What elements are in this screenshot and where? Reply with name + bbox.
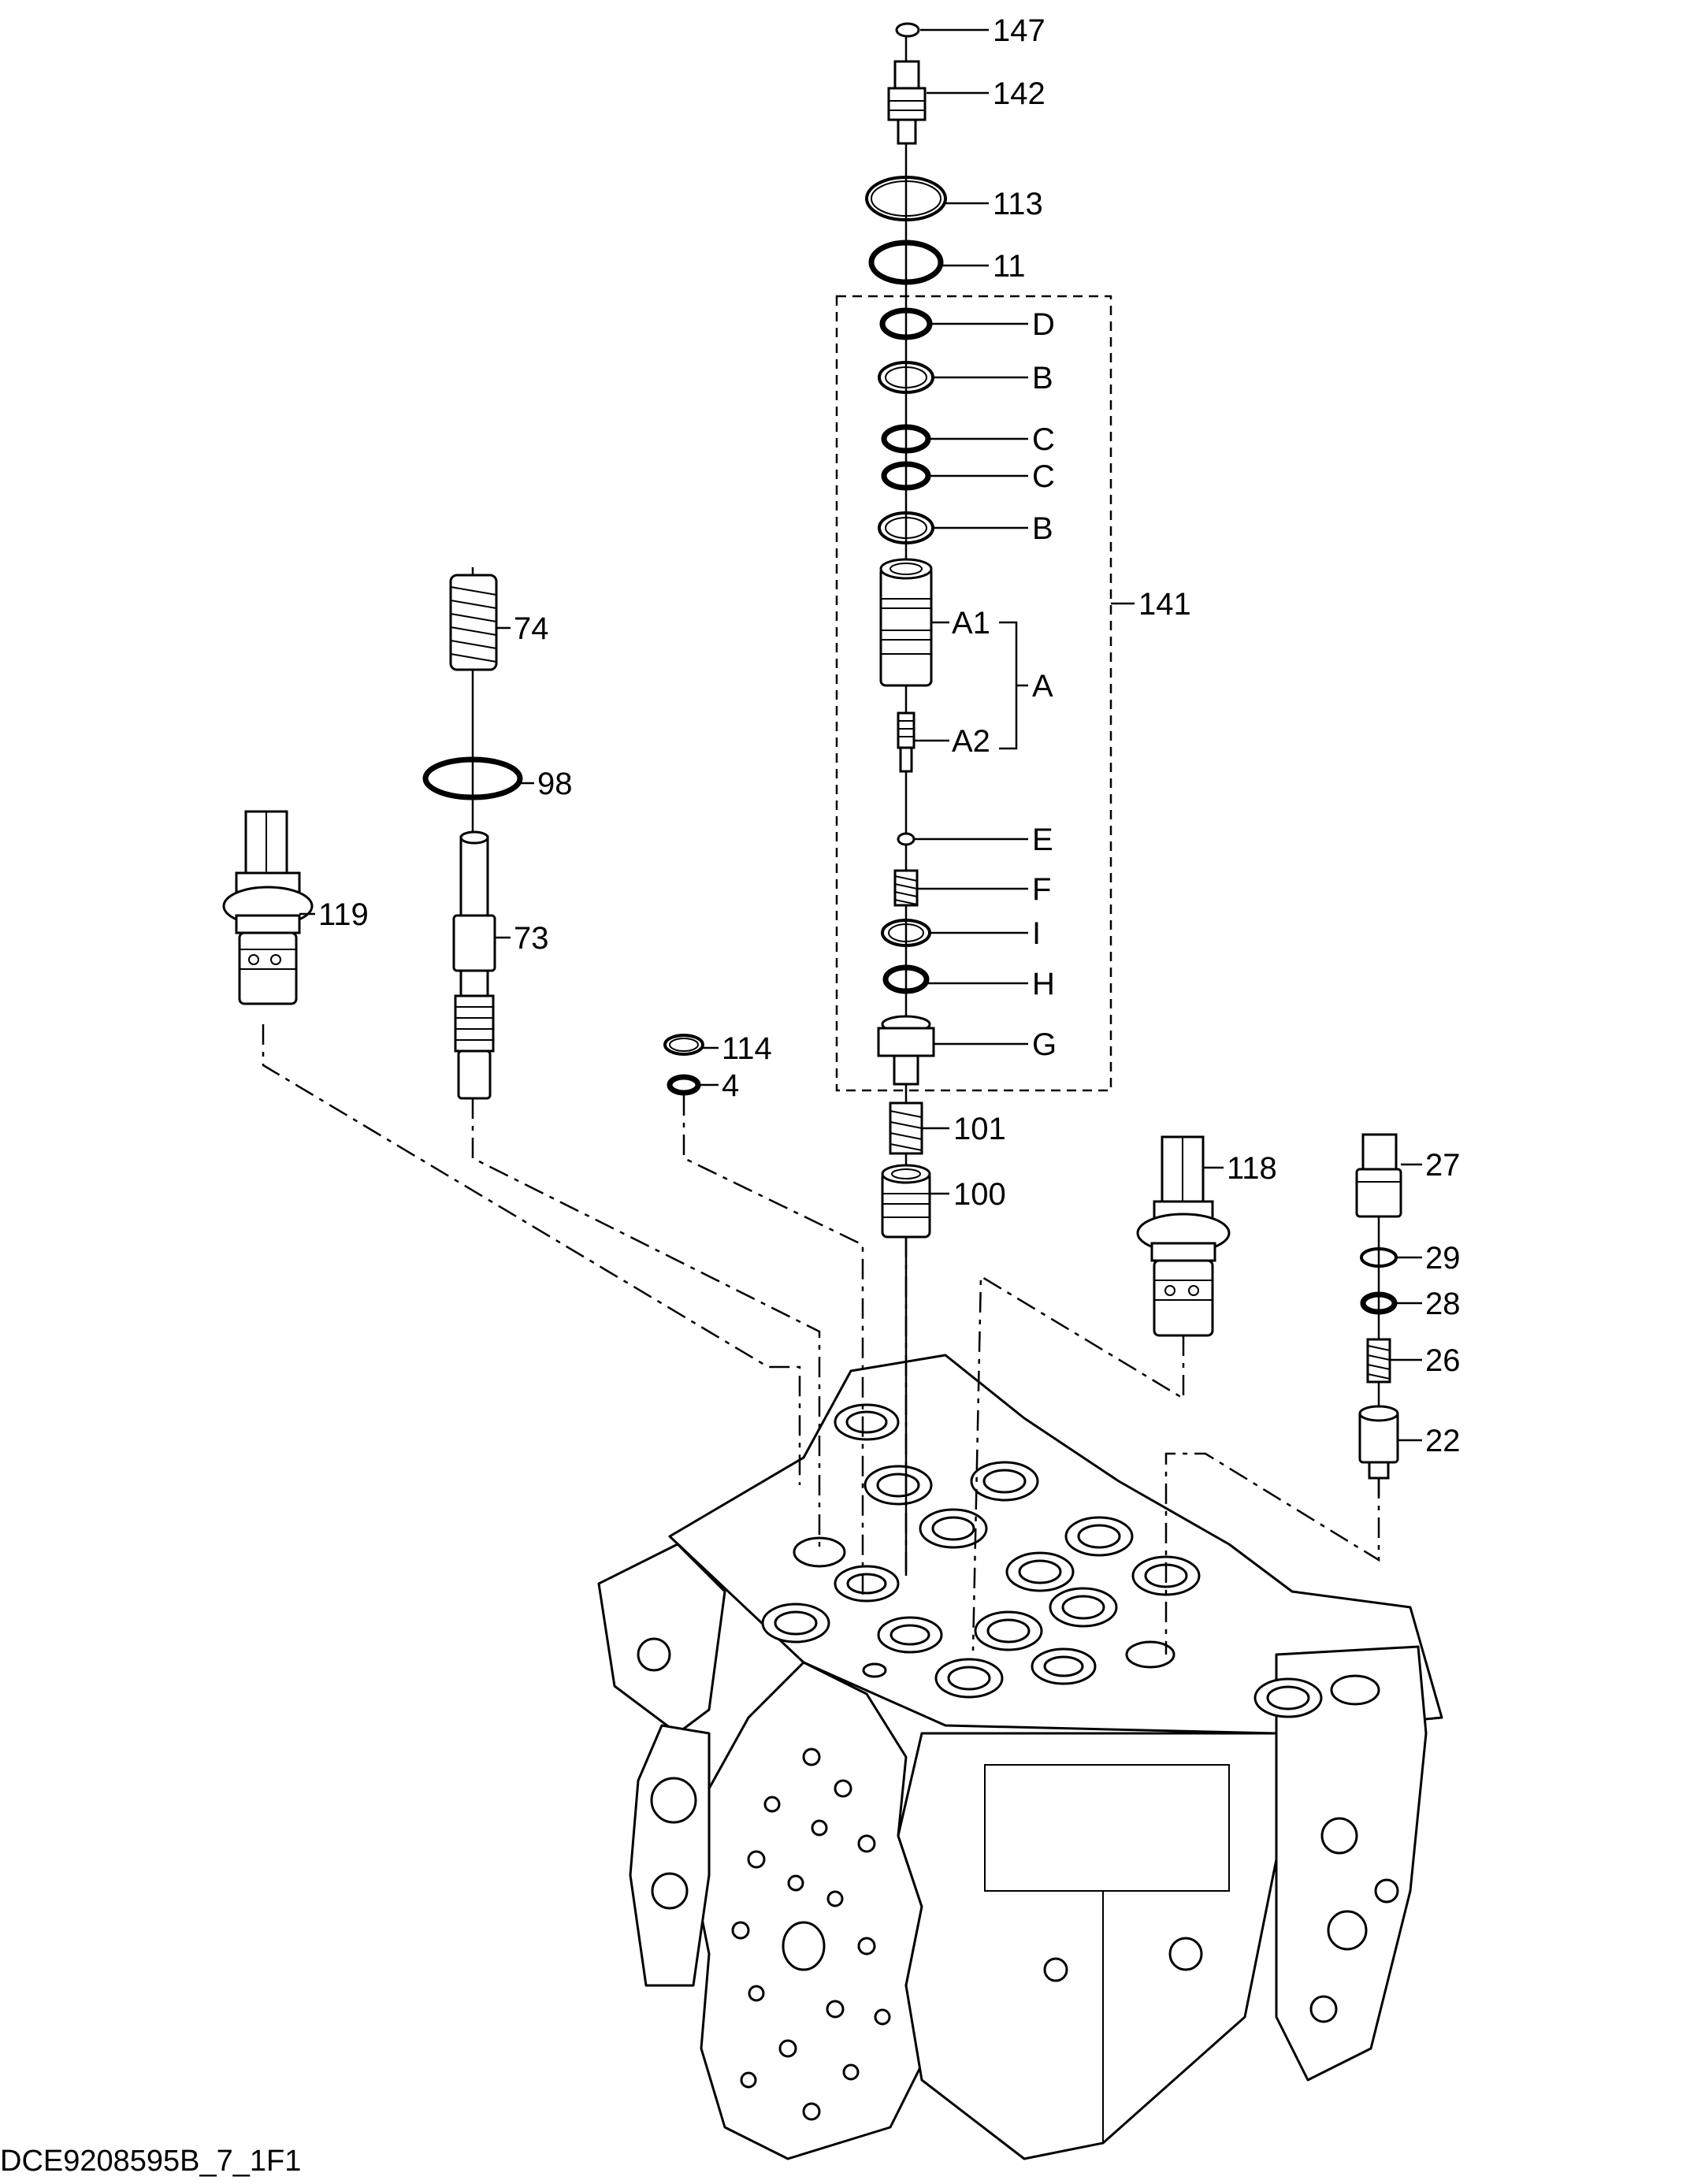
part-4-o-ring <box>667 1074 701 1096</box>
label-74: 74 <box>514 611 549 646</box>
part-H-ring <box>882 964 930 994</box>
part-118-relief-valve <box>1136 1135 1231 1337</box>
label-G: G <box>1032 1027 1057 1062</box>
callout-leaders <box>299 28 1422 1442</box>
part-98-ring <box>422 756 523 800</box>
label-A1: A1 <box>952 606 990 641</box>
part-114-backup-ring <box>663 1034 704 1056</box>
label-118: 118 <box>1227 1151 1277 1186</box>
part-F-spring <box>893 869 919 907</box>
label-100: 100 <box>953 1177 1006 1212</box>
label-C-upper: C <box>1032 422 1055 457</box>
label-26: 26 <box>1425 1343 1461 1378</box>
label-142: 142 <box>993 76 1045 111</box>
drawing-id: DCE9208595B_7_1F1 <box>0 2145 301 2178</box>
assembly-path-lines <box>262 1024 1380 1655</box>
label-22: 22 <box>1425 1424 1461 1458</box>
front-plate-holes <box>731 1748 891 2121</box>
part-G-plug <box>877 1015 935 1086</box>
label-A: A <box>1032 669 1053 704</box>
part-22-poppet <box>1358 1405 1399 1480</box>
part-113-ring <box>865 176 947 221</box>
part-74-spring <box>449 574 498 671</box>
label-A2: A2 <box>952 724 990 759</box>
label-I: I <box>1032 916 1041 951</box>
part-147-ring <box>895 22 920 38</box>
label-F: F <box>1032 872 1051 907</box>
label-113: 113 <box>993 187 1043 221</box>
label-H: H <box>1032 967 1055 1001</box>
label-73: 73 <box>514 921 549 956</box>
label-28: 28 <box>1425 1287 1461 1321</box>
label-11: 11 <box>993 249 1026 284</box>
label-114: 114 <box>722 1031 772 1066</box>
label-98: 98 <box>537 767 573 801</box>
label-119: 119 <box>318 897 369 932</box>
control-valve-body <box>597 1354 1443 2160</box>
group-box-141 <box>835 295 1112 1092</box>
label-29: 29 <box>1425 1241 1461 1276</box>
label-E: E <box>1032 823 1053 857</box>
label-4: 4 <box>722 1068 739 1103</box>
part-A1-sleeve <box>879 558 933 687</box>
label-147: 147 <box>993 13 1045 48</box>
part-101-spring <box>889 1101 923 1155</box>
part-A2-poppet <box>897 711 915 773</box>
label-101: 101 <box>953 1112 1006 1146</box>
part-11-ring <box>868 240 944 285</box>
label-141: 141 <box>1138 587 1191 622</box>
part-100-spool <box>881 1164 931 1239</box>
part-E-ball <box>897 832 915 846</box>
part-27-plug <box>1355 1133 1402 1218</box>
label-27: 27 <box>1425 1148 1461 1183</box>
label-C-lower: C <box>1032 459 1055 494</box>
callout-labels: 147 142 113 11 D B C C B 141 A1 A A2 E F… <box>318 13 1461 1458</box>
part-73-spool <box>452 830 496 1100</box>
part-142-pin <box>887 60 927 145</box>
label-D: D <box>1032 307 1055 342</box>
label-B-upper: B <box>1032 361 1053 396</box>
label-B-lower: B <box>1032 511 1053 546</box>
part-119-relief-valve <box>222 810 314 1005</box>
part-26-spring <box>1366 1338 1391 1384</box>
